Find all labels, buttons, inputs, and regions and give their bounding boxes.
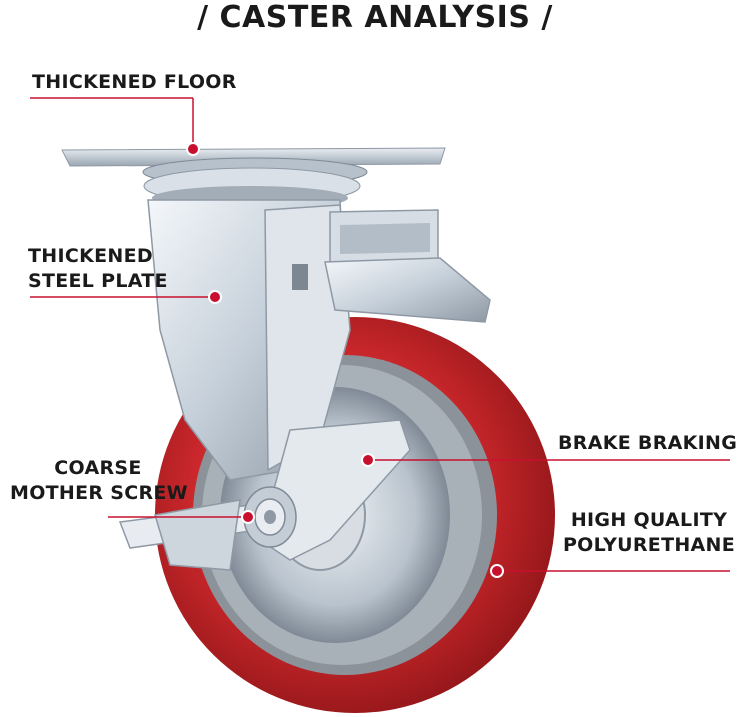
callout-dot-pu [490,564,504,578]
callout-dot-floor [186,142,200,156]
callout-dot-steel [208,290,222,304]
callout-dot-screw [241,510,255,524]
label-high-quality-polyurethane: HIGH QUALITY POLYURETHANE [558,508,740,558]
page-title: / CASTER ANALYSIS / [197,0,553,35]
brake-lever [324,257,491,323]
label-pu-line2: POLYURETHANE [562,534,736,556]
callout-dots [186,142,504,578]
label-screw-line2: MOTHER SCREW [10,482,188,504]
label-screw-line1: COARSE [54,457,142,479]
label-pu-line1: HIGH QUALITY [570,509,728,531]
label-thickened-steel-plate: THICKENED STEEL PLATE [28,244,168,294]
callout-dot-brake [361,453,375,467]
label-steel-line1: THICKENED [28,245,153,267]
brake-pedal-face [340,223,430,254]
axle-nut [243,486,297,548]
label-thickened-floor: THICKENED FLOOR [32,71,237,93]
label-steel-line2: STEEL PLATE [28,270,168,292]
label-coarse-mother-screw: COARSE MOTHER SCREW [10,456,188,506]
fork-slot [292,264,308,290]
callout-lines [30,97,730,572]
label-brake-braking: BRAKE BRAKING [558,432,738,454]
top-plate [61,147,446,167]
